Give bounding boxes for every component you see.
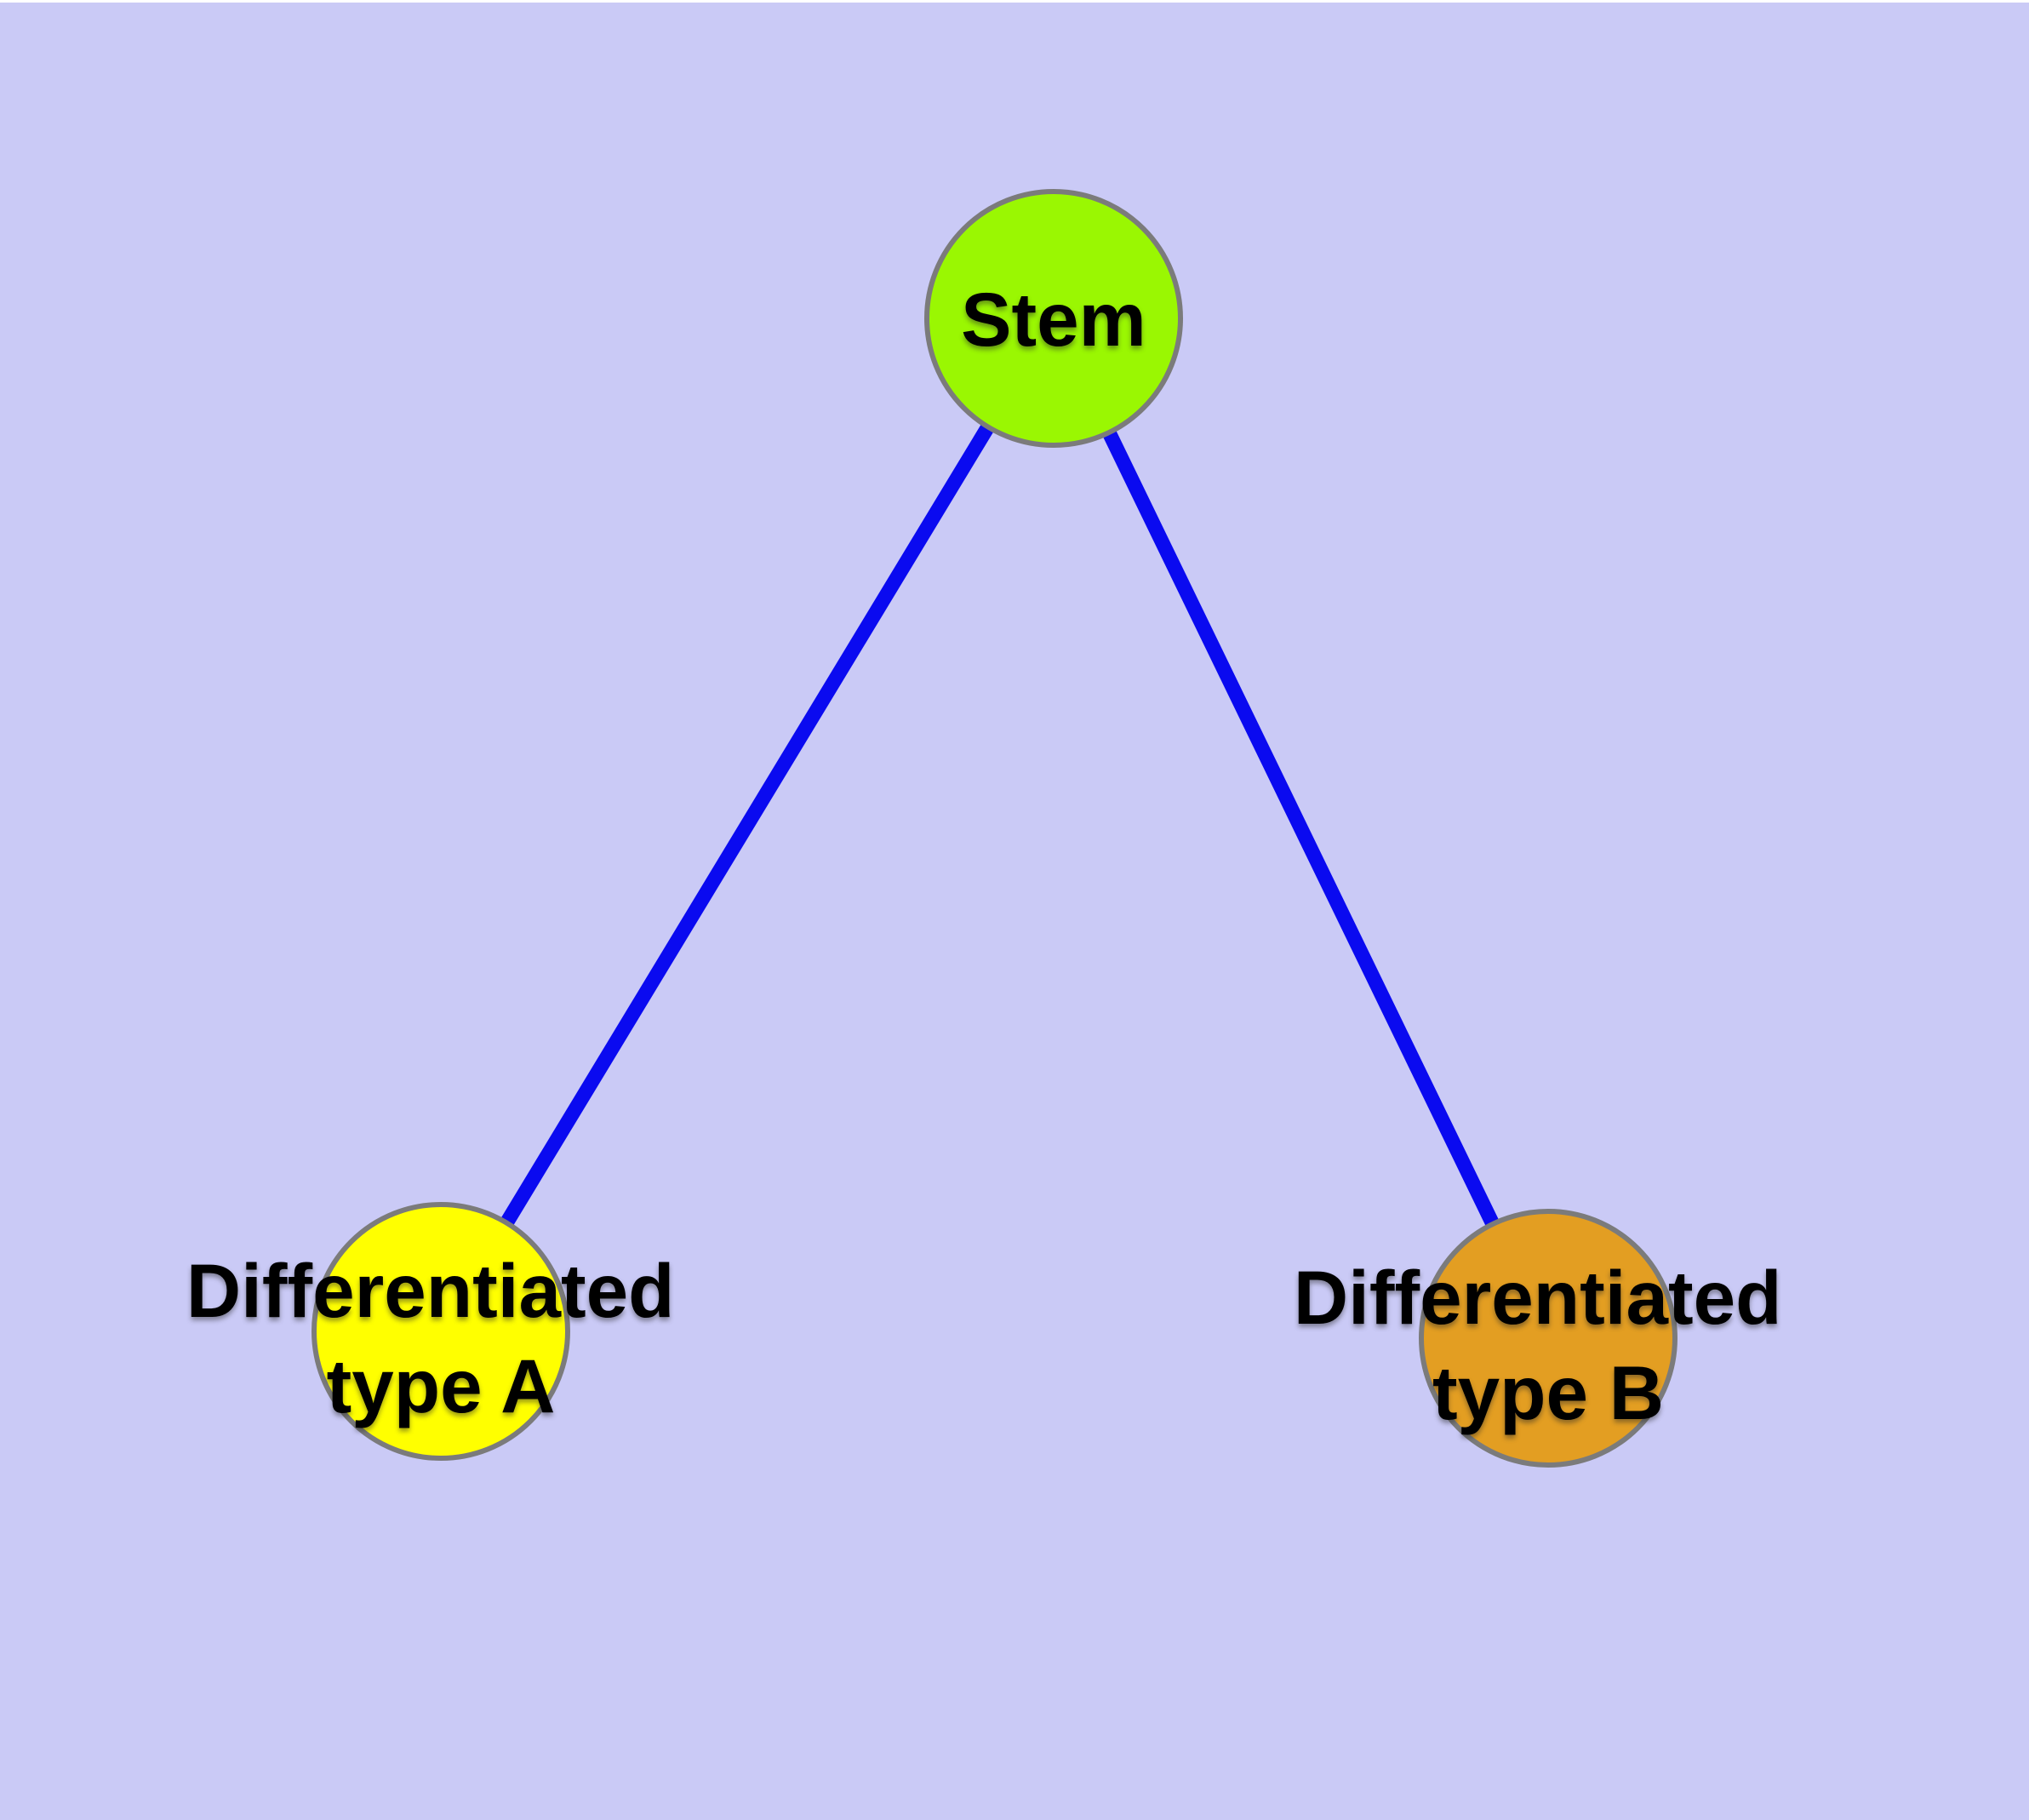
- node-type-b-circle[interactable]: [1419, 1209, 1677, 1468]
- node-stem-label: Stem: [961, 277, 1146, 362]
- node-stem[interactable]: Stem: [924, 189, 1183, 448]
- node-differentiated-type-a[interactable]: Differentiated type A: [186, 1202, 695, 1461]
- edge-stem-to-type-a: [434, 314, 1060, 1336]
- node-type-a-circle[interactable]: [311, 1202, 570, 1461]
- node-type-a-label-line1: Differentiated: [186, 1248, 675, 1333]
- node-type-b-label: Differentiated type B: [1294, 1255, 1803, 1435]
- node-type-b-label-line2: type B: [1432, 1350, 1664, 1435]
- node-type-a-label: Differentiated type A: [186, 1248, 695, 1428]
- node-differentiated-type-b[interactable]: Differentiated type B: [1294, 1209, 1803, 1468]
- node-stem-circle[interactable]: [924, 189, 1183, 448]
- edge-stem-to-type-b: [1047, 315, 1555, 1342]
- edge-group: [434, 314, 1555, 1342]
- node-type-b-label-line1: Differentiated: [1294, 1255, 1782, 1340]
- node-type-a-label-line2: type A: [327, 1343, 556, 1428]
